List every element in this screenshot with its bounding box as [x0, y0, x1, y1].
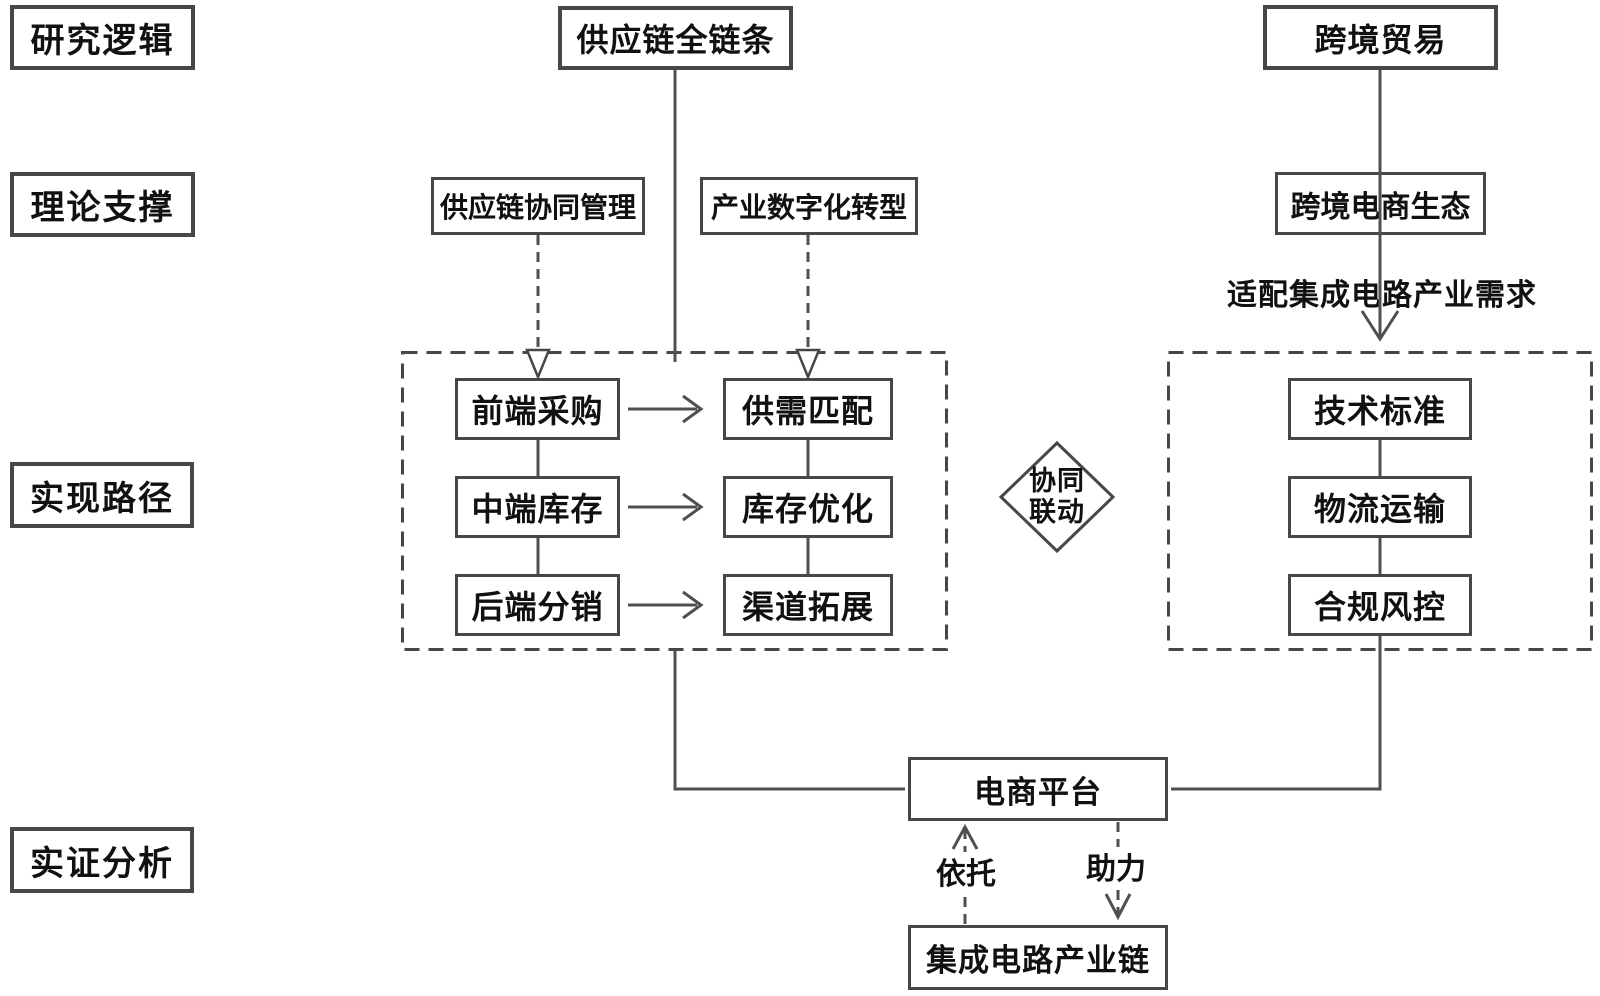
node-front-procurement: 前端采购: [455, 378, 620, 440]
row-label-theory-support: 理论支撑: [10, 172, 195, 237]
node-tech-standards: 技术标准: [1288, 378, 1472, 440]
node-supply-demand-match: 供需匹配: [723, 378, 893, 440]
up-arrow-icon: [951, 823, 979, 850]
row-label-implementation-path: 实现路径: [10, 462, 194, 528]
node-cbec-ecosystem: 跨境电商生态: [1275, 172, 1486, 235]
node-mid-inventory: 中端库存: [455, 476, 620, 538]
label-assist: 助力: [1072, 847, 1160, 887]
node-compliance-risk-control: 合规风控: [1288, 574, 1472, 636]
diamond-collab-linkage: 协同 联动: [1007, 461, 1107, 533]
row-label-empirical-analysis: 实证分析: [10, 827, 194, 893]
node-back-distribution: 后端分销: [455, 574, 620, 636]
down-arrow-icon: [1360, 310, 1400, 342]
node-supply-chain-full: 供应链全链条: [558, 6, 793, 70]
right-arrow-icon: [682, 492, 704, 522]
hollow-triangle-icon: [795, 348, 821, 381]
hollow-triangle-icon: [525, 348, 551, 381]
node-ecommerce-platform: 电商平台: [908, 757, 1168, 821]
node-logistics-transport: 物流运输: [1288, 476, 1472, 538]
right-arrow-icon: [682, 394, 704, 424]
label-adapt-ic-demand: 适配集成电路产业需求: [1227, 278, 1537, 313]
node-cross-border-trade: 跨境贸易: [1263, 5, 1498, 70]
row-label-research-logic: 研究逻辑: [10, 5, 195, 70]
left-group-to-platform-line: [673, 650, 905, 791]
node-scm-collaboration: 供应链协同管理: [431, 177, 645, 235]
right-group-to-platform-line: [1171, 636, 1382, 791]
right-arrow-icon: [682, 590, 704, 620]
diamond-line2: 联动: [1029, 497, 1085, 528]
node-ic-industry-chain: 集成电路产业链: [908, 925, 1168, 990]
node-inventory-optimization: 库存优化: [723, 476, 893, 538]
down-arrow-icon: [1104, 893, 1132, 921]
node-industry-digitalization: 产业数字化转型: [700, 177, 918, 235]
node-channel-expansion: 渠道拓展: [723, 574, 893, 636]
diamond-line1: 协同: [1029, 465, 1085, 497]
label-rely: 依托: [922, 852, 1010, 892]
